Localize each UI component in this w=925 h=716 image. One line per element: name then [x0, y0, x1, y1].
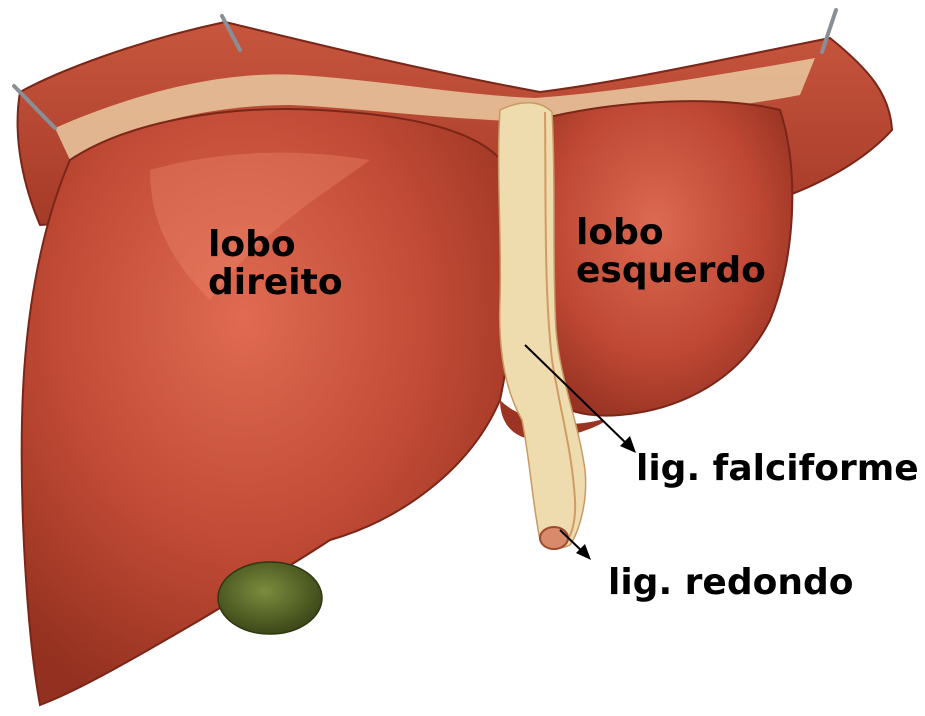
label-round-ligament: lig. redondo [608, 564, 853, 602]
label-right-lobe: lobo direito [208, 226, 343, 302]
label-left-lobe: lobo esquerdo [576, 214, 766, 290]
gallbladder [218, 562, 322, 634]
label-right-lobe-line2: direito [208, 264, 343, 302]
label-right-lobe-line1: lobo [208, 226, 343, 264]
label-falciform-ligament: lig. falciforme [636, 450, 919, 488]
label-left-lobe-line1: lobo [576, 214, 766, 252]
round-ligament-stump [540, 527, 568, 549]
label-left-lobe-line2: esquerdo [576, 252, 766, 290]
